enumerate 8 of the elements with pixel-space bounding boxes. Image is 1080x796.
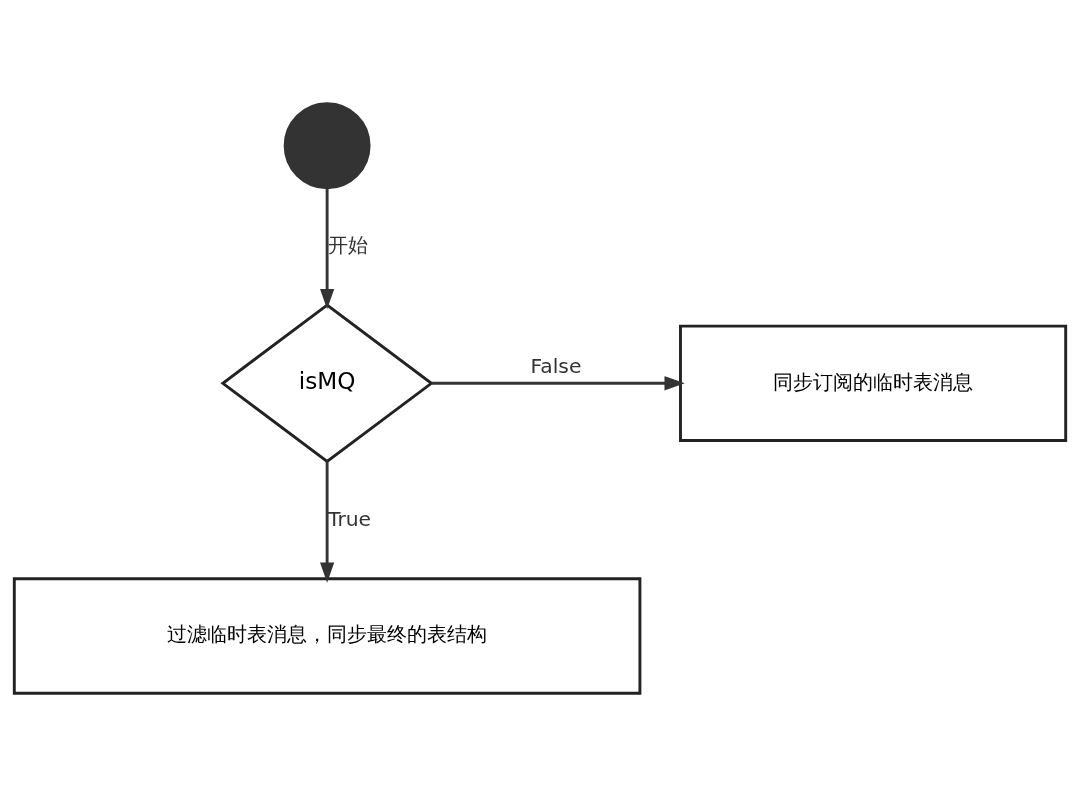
node-box: 过滤临时表消息，同步最终的表结构 xyxy=(12,576,642,695)
node-diamond: isMQ xyxy=(220,302,434,463)
node-circle xyxy=(283,101,371,189)
node-box: 同步订阅的临时表消息 xyxy=(679,324,1068,442)
arrow xyxy=(431,375,685,390)
arrow xyxy=(320,461,335,583)
edge-label: False xyxy=(530,353,582,378)
arrow xyxy=(320,187,335,309)
